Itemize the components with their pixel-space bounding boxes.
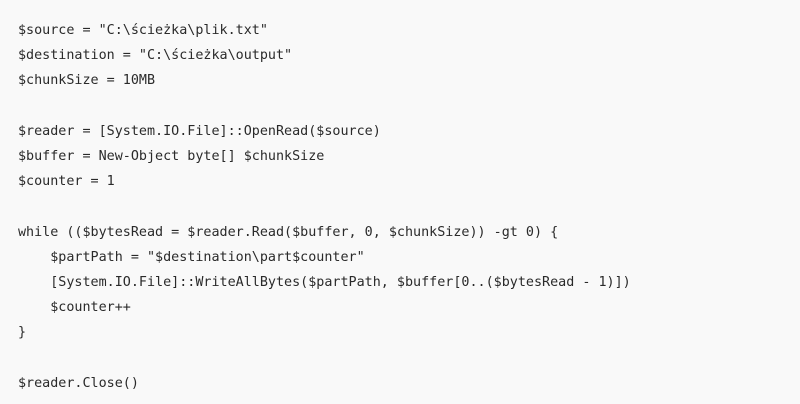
code-line-4 xyxy=(18,94,800,119)
code-line-2: $destination = "C:\ścieżka\output" xyxy=(18,48,293,64)
code-line-7: $counter = 1 xyxy=(18,174,115,190)
code-line-9: while (($bytesRead = $reader.Read($buffe… xyxy=(18,224,559,240)
code-line-3: $chunkSize = 10MB xyxy=(18,73,156,89)
code-line-10: $partPath = "$destination\part$counter" xyxy=(18,249,365,265)
code-line-15: $reader.Close() xyxy=(18,375,139,391)
code-line-11: [System.IO.File]::WriteAllBytes($partPat… xyxy=(18,274,631,290)
code-line-12: $counter++ xyxy=(18,300,131,316)
code-line-1: $source = "C:\ścieżka\plik.txt" xyxy=(18,23,268,38)
code-line-13: } xyxy=(18,325,27,341)
code-line-8 xyxy=(18,194,800,219)
code-line-6: $buffer = New-Object byte[] $chunkSize xyxy=(18,148,325,164)
code-line-14 xyxy=(18,345,800,370)
code-line-5: $reader = [System.IO.File]::OpenRead($so… xyxy=(18,123,381,139)
